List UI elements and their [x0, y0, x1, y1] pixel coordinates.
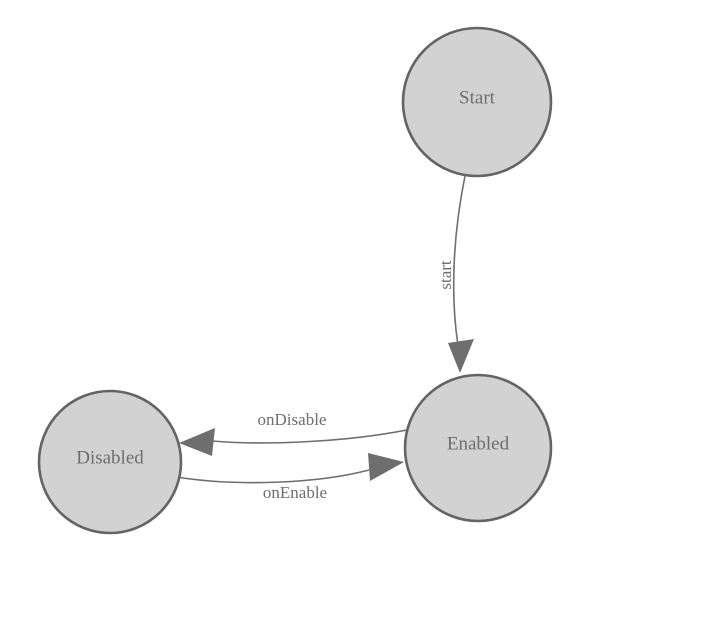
- state-node-start[interactable]: Start: [401, 26, 553, 178]
- edge-start-to-enabled[interactable]: start: [436, 175, 474, 373]
- edge-disabled-to-enabled[interactable]: onEnable: [175, 453, 404, 502]
- edge-enabled-to-disabled-arrowhead-icon: [179, 428, 215, 456]
- edge-disabled-to-enabled-arrowhead-icon: [368, 453, 404, 481]
- state-node-disabled[interactable]: Disabled: [37, 389, 183, 535]
- state-node-disabled-label: Disabled: [76, 447, 144, 468]
- edge-disabled-to-enabled-label: onEnable: [263, 483, 327, 502]
- state-node-enabled-label: Enabled: [447, 433, 510, 454]
- edge-start-to-enabled-path: [452, 175, 466, 346]
- edge-enabled-to-disabled-label: onDisable: [258, 410, 327, 429]
- state-node-enabled-circle: [403, 373, 553, 523]
- edge-disabled-to-enabled-path: [175, 469, 370, 484]
- edge-start-to-enabled-label: start: [436, 260, 455, 290]
- edge-start-to-enabled-arrowhead-icon: [448, 339, 474, 373]
- state-node-start-circle: [401, 26, 553, 178]
- edge-enabled-to-disabled-path: [211, 429, 408, 444]
- edge-enabled-to-disabled[interactable]: onDisable: [179, 410, 408, 456]
- state-node-disabled-circle: [37, 389, 183, 535]
- state-node-start-label: Start: [459, 87, 496, 108]
- state-node-enabled[interactable]: Enabled: [403, 373, 553, 523]
